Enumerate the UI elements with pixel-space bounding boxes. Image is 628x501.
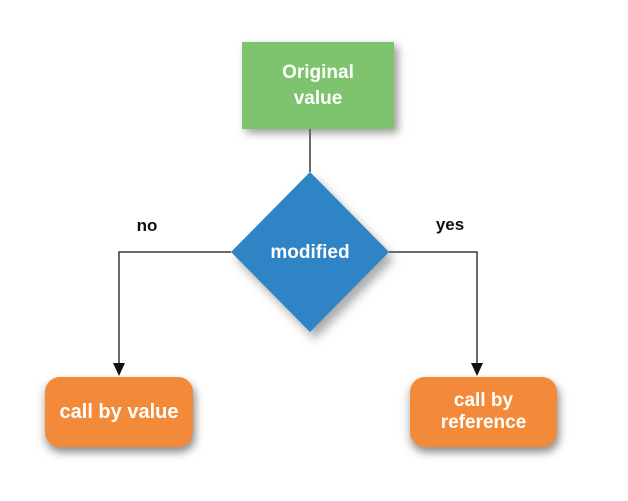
node-modified-label: modified <box>270 242 350 263</box>
node-modified-diamond <box>231 172 389 332</box>
node-call-by-reference: call by reference <box>410 377 557 447</box>
arrowhead-no-icon <box>113 363 125 376</box>
edge-label-yes: yes <box>435 215 465 234</box>
edge-label-no: no <box>136 216 158 235</box>
node-original-value: Original value <box>242 42 394 129</box>
edge-no-line <box>118 251 231 364</box>
arrowhead-yes-icon <box>471 363 483 376</box>
edge-yes-line <box>389 251 478 364</box>
node-call-by-value: call by value <box>45 377 193 447</box>
